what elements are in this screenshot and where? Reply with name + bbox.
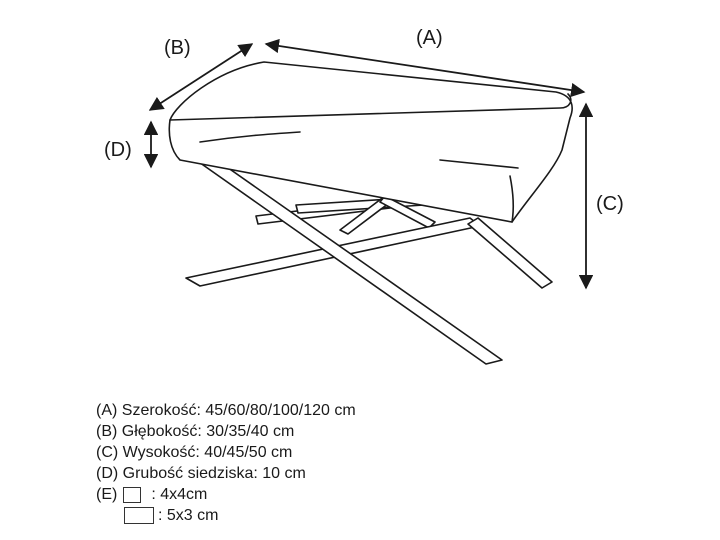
dimension-label-a: (A) <box>416 27 443 49</box>
legend-e-prefix: (E) <box>96 486 118 503</box>
bench-dimension-diagram: (A) (B) (C) (D) <box>104 27 624 365</box>
dimension-label-b: (B) <box>164 37 191 59</box>
dimension-arrow-a <box>264 38 586 98</box>
dimension-label-c: (C) <box>596 193 624 215</box>
legend-height: (C) Wysokość: 40/45/50 cm <box>96 444 293 461</box>
dimension-arrow-b <box>148 43 254 111</box>
legend-leg-profile-option-2: : 5x3 cm <box>96 505 356 526</box>
legend-depth: (B) Głębokość: 30/35/40 cm <box>96 423 295 440</box>
bench-seat <box>168 61 573 223</box>
legend-e-option1-text: : 4x4cm <box>151 486 208 503</box>
legend-leg-profile-option-1: (E) : 4x4cm <box>96 484 356 505</box>
bench-legs <box>185 157 553 365</box>
square-profile-icon <box>123 486 142 503</box>
legend-width: (A) Szerokość: 45/60/80/100/120 cm <box>96 402 356 419</box>
dimension-legend: (A) Szerokość: 45/60/80/100/120 cm (B) G… <box>96 400 356 526</box>
dimension-label-d: (D) <box>104 139 132 161</box>
legend-seat-thickness: (D) Grubość siedziska: 10 cm <box>96 465 306 482</box>
legend-e-option2-text: : 5x3 cm <box>158 507 219 524</box>
rectangle-profile-icon <box>124 507 154 524</box>
